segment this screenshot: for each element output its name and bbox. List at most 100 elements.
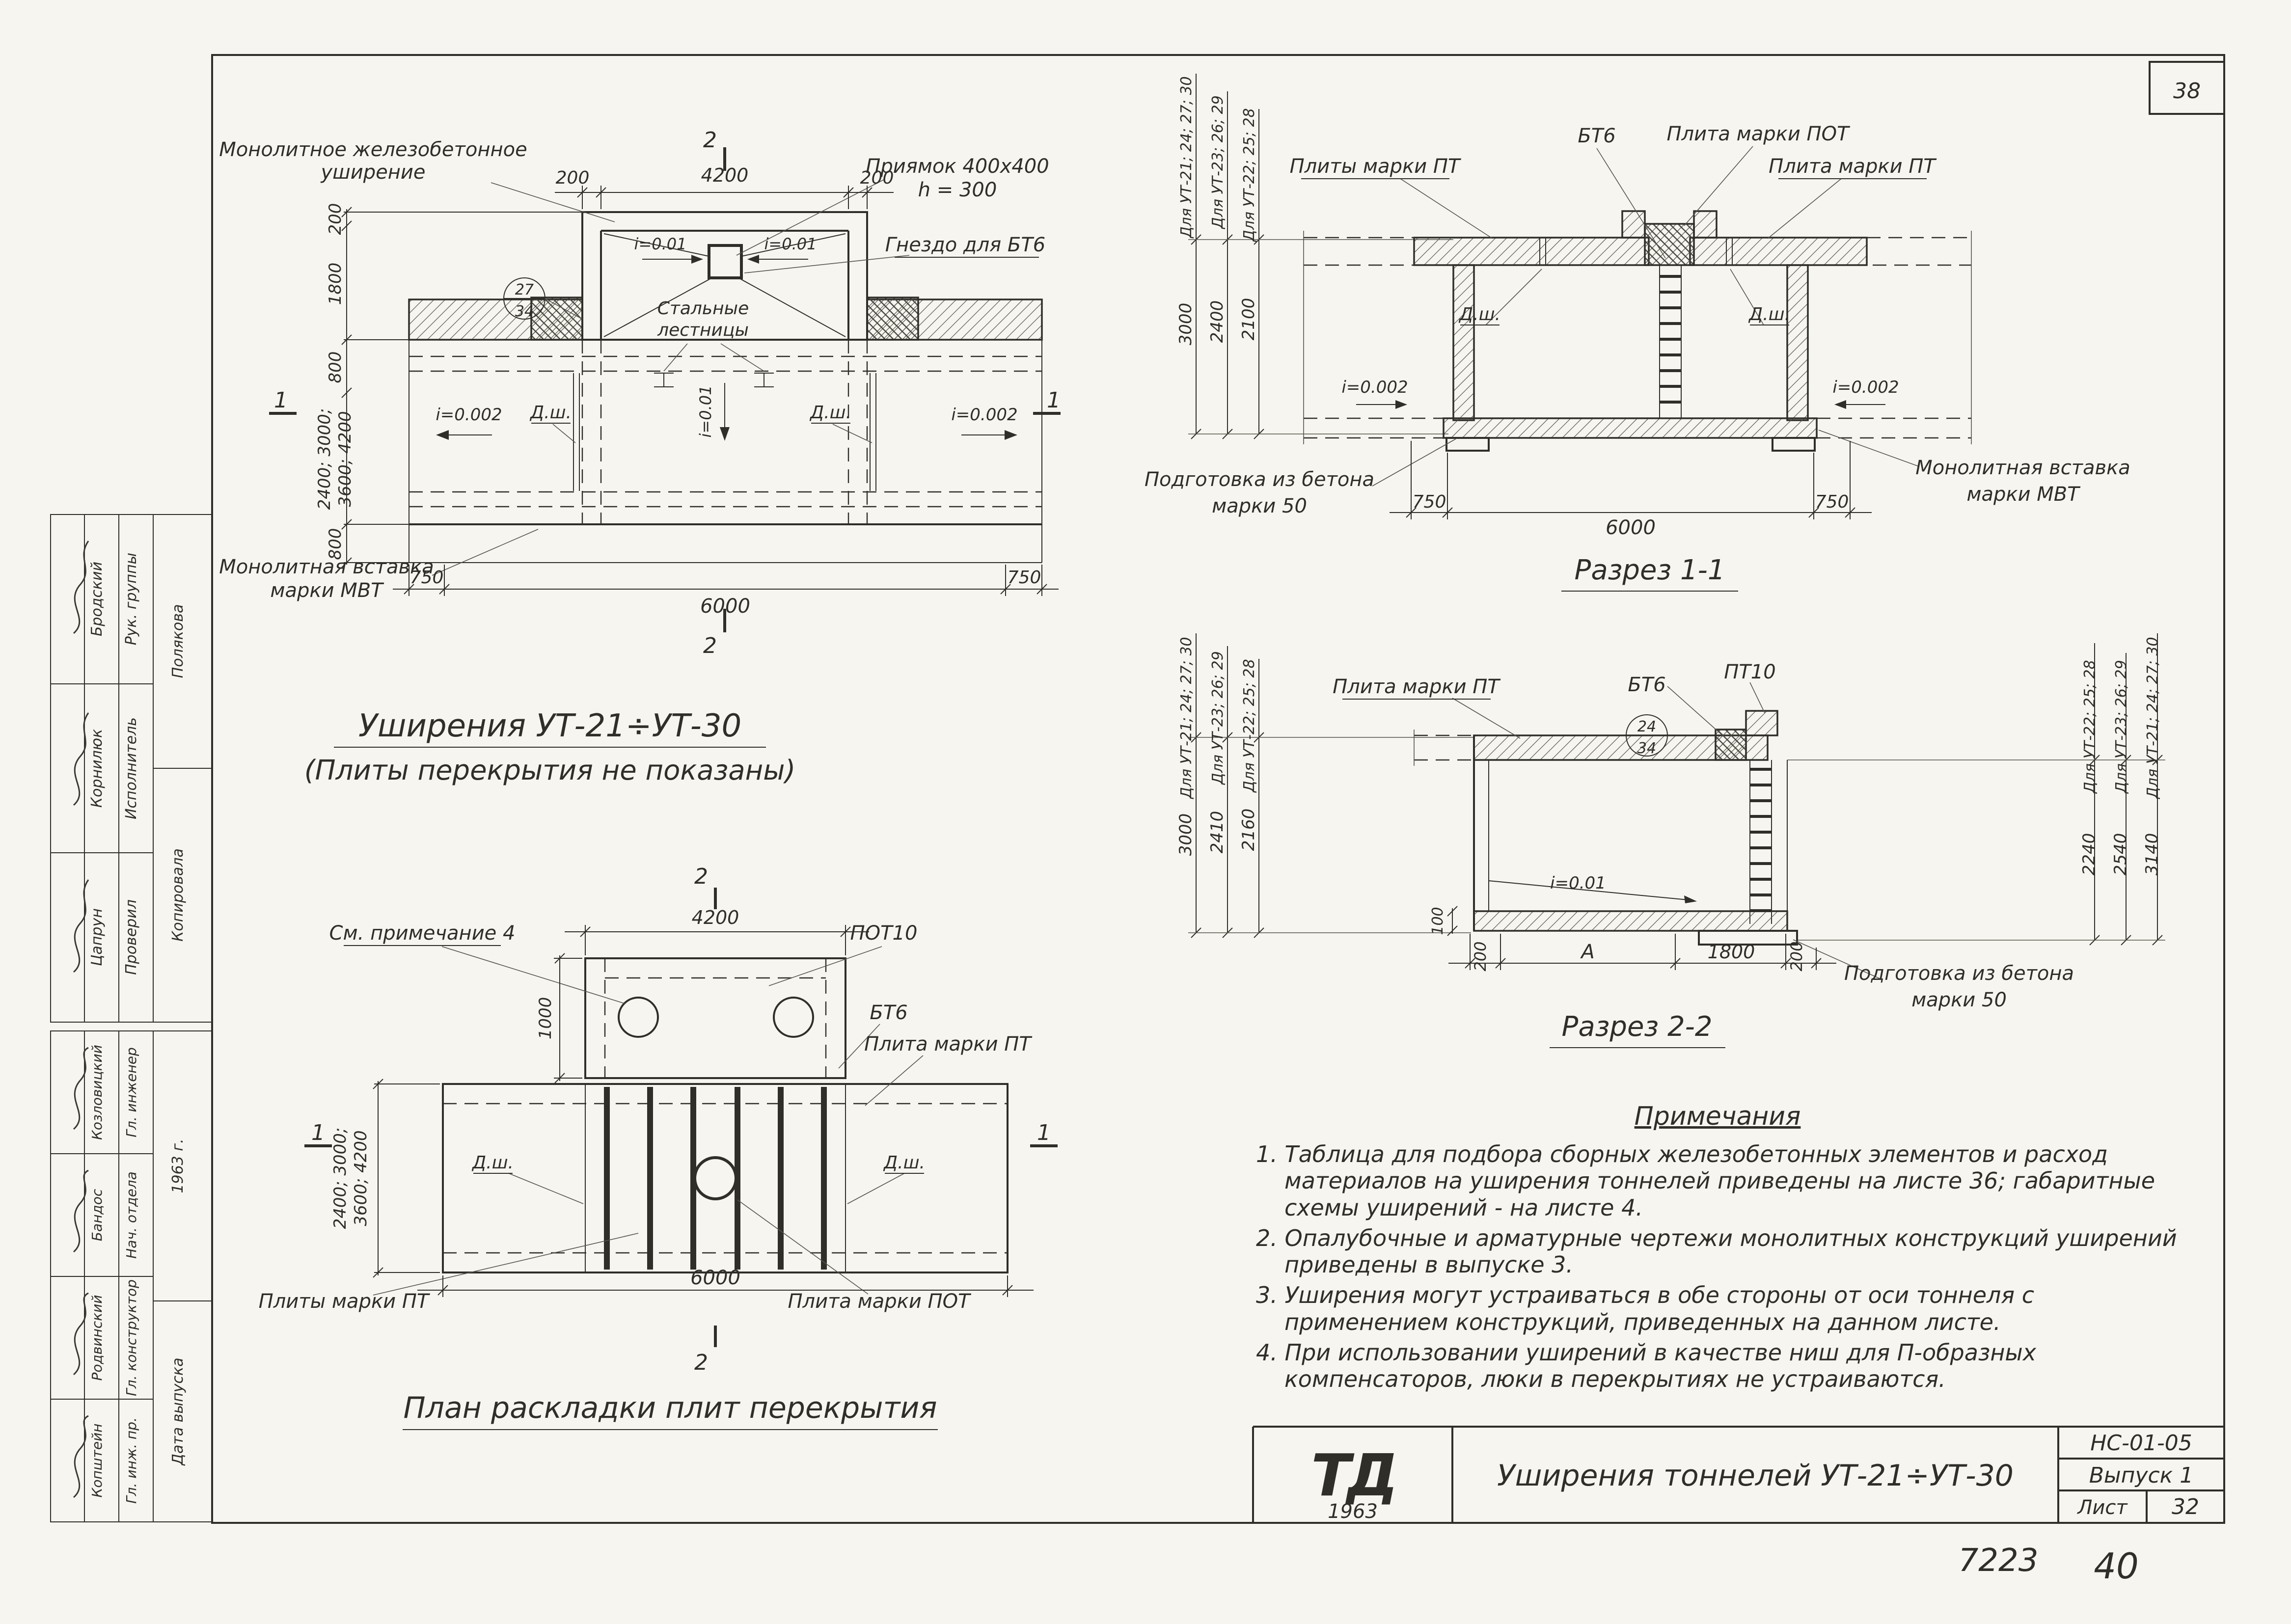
slope-label: i=0.01 bbox=[696, 385, 715, 438]
plan-drawing: 27 34 Монолитное bbox=[219, 128, 1061, 786]
section-mark-label: 1 bbox=[1037, 1120, 1051, 1145]
stamp-role: Гл. инж. пр. bbox=[123, 1417, 139, 1504]
dim-label: 2400 bbox=[1207, 300, 1227, 343]
dim-label: 3600; 4200 bbox=[351, 1130, 371, 1226]
title-block: ТД 1963 Уширения тоннелей УТ-21÷УТ-30 НС… bbox=[1252, 1426, 2224, 1587]
type-range-label: Для УТ-23; 26; 29 bbox=[1209, 651, 1227, 785]
pt-slab-label: Плита марки ПТ bbox=[864, 1033, 1033, 1056]
joint-label: Д.ш. bbox=[1748, 304, 1790, 325]
pt-slab-label: Плита марки ПТ bbox=[1333, 676, 1501, 698]
pt-slabs-label: Плиты марки ПТ bbox=[1290, 155, 1462, 178]
callout-top: 27 bbox=[515, 281, 534, 298]
position-callout: 27 34 bbox=[503, 277, 583, 320]
stamp-role: Исполнитель bbox=[123, 717, 140, 819]
stamp-name: Цапрун bbox=[88, 908, 106, 966]
dim-label: 1800 bbox=[1708, 941, 1755, 963]
notes-title: Примечания bbox=[1634, 1102, 1801, 1131]
type-range-label: Для УТ-22; 25; 28 bbox=[2081, 660, 2099, 794]
slope-label: i=0.002 bbox=[1832, 378, 1899, 397]
stairs-label: Стальные bbox=[657, 298, 749, 319]
dim-label: 4200 bbox=[701, 164, 749, 186]
joint-label: Д.ш. bbox=[883, 1153, 925, 1173]
stamp-role: Рук. группы bbox=[123, 553, 140, 646]
stamp-role: Гл. конструктор bbox=[123, 1279, 139, 1396]
sheet-label: Лист bbox=[2076, 1496, 2128, 1519]
slope-label: i=0.002 bbox=[951, 405, 1017, 425]
section-mark-label: 1 bbox=[1047, 388, 1061, 413]
stamp-role: Проверил bbox=[123, 899, 140, 975]
issue-label: Выпуск 1 bbox=[2089, 1463, 2193, 1488]
stamp-name: Полякова bbox=[169, 604, 187, 678]
dim-label: 2400; 3000; bbox=[315, 408, 334, 510]
slope-label: i=0.002 bbox=[1341, 378, 1408, 397]
dim-label: 3600; 4200 bbox=[335, 411, 355, 507]
slab-plan-title: План раскладки плит перекрытия bbox=[403, 1391, 937, 1425]
stamp-role: Нач. отдела bbox=[123, 1171, 139, 1259]
dim-label: 4200 bbox=[692, 907, 739, 928]
stamp-name: Бродский bbox=[88, 562, 106, 636]
dim-label: 750 bbox=[410, 568, 444, 588]
dim-label: 6000 bbox=[700, 595, 750, 618]
section-mark-label: 1 bbox=[311, 1120, 325, 1145]
slab-plan-drawing: См. примечание 4 ПОТ10 БТ6 Плита марки П… bbox=[259, 864, 1058, 1430]
bt6-label: БТ6 bbox=[1628, 674, 1665, 696]
callout-top: 24 bbox=[1637, 718, 1656, 735]
dim-label: 2100 bbox=[1239, 298, 1258, 341]
org-logo-year: 1963 bbox=[1328, 1500, 1378, 1523]
dim-label: 2540 bbox=[2111, 833, 2130, 876]
note-item: 2. Опалубочные и арматурные чертежи моно… bbox=[1256, 1224, 2177, 1278]
pot-slab-label: Плита марки ПОТ bbox=[1666, 123, 1851, 145]
stamp-year: 1963 г. bbox=[169, 1138, 187, 1193]
bt6-label: БТ6 bbox=[1578, 125, 1615, 147]
stamp-name: Бандос bbox=[89, 1189, 105, 1241]
notes-section: Примечания 1. Таблица для подбора сборны… bbox=[1256, 1102, 2179, 1396]
dim-label: 3140 bbox=[2142, 833, 2162, 876]
pot10-label: ПОТ10 bbox=[850, 922, 918, 945]
type-range-label: Для УТ-23; 26; 29 bbox=[1209, 95, 1227, 229]
stamp-name: Копштейн bbox=[89, 1424, 105, 1498]
section-marks bbox=[269, 147, 1061, 632]
stamp-name: Корнилюк bbox=[88, 729, 106, 808]
drawing-title: Уширения тоннелей УТ-21÷УТ-30 bbox=[1497, 1459, 2014, 1493]
plan-title: Уширения УТ-21÷УТ-30 bbox=[358, 708, 741, 744]
callout-bottom: 34 bbox=[515, 303, 534, 320]
dim-label: 750 bbox=[1008, 568, 1041, 588]
note-item: 3. Уширения могут устраиваться в обе сто… bbox=[1256, 1282, 2034, 1335]
page-number: 38 bbox=[2173, 79, 2201, 104]
dim-label: 2400; 3000; bbox=[330, 1128, 350, 1229]
dim-label: 1800 bbox=[326, 263, 345, 305]
signature-mark bbox=[73, 879, 89, 973]
section-mark-label: 2 bbox=[694, 1350, 708, 1375]
concrete-prep-label: Подготовка из бетона bbox=[1844, 962, 2074, 985]
dim-label: 750 bbox=[1815, 492, 1849, 512]
ladder-symbol bbox=[654, 373, 774, 387]
dim-label: 2160 bbox=[1239, 809, 1258, 851]
dim-label: 6000 bbox=[1606, 516, 1656, 539]
socket-label: Гнездо для БТ6 bbox=[885, 234, 1045, 256]
pit-label: h = 300 bbox=[918, 179, 997, 201]
signature-mark bbox=[73, 1415, 89, 1498]
concrete-prep-label: Подготовка из бетона bbox=[1145, 468, 1374, 491]
insert-label: марки МВТ bbox=[1966, 483, 2081, 506]
dim-label: 100 bbox=[1429, 907, 1446, 935]
section-mark-label: 2 bbox=[703, 128, 717, 153]
dim-label: 800 bbox=[326, 528, 345, 560]
dim-label: 3000 bbox=[1176, 813, 1196, 856]
dim-label: 200 bbox=[860, 168, 894, 188]
section-mark-label: 2 bbox=[703, 633, 717, 658]
dim-label: 200 bbox=[1787, 941, 1806, 971]
type-range-label: Для УТ-21; 24; 27; 30 bbox=[1178, 76, 1195, 239]
widening-label: уширение bbox=[320, 161, 425, 184]
joint-label: Д.ш. bbox=[529, 403, 572, 423]
joint-label: Д.ш. bbox=[471, 1153, 514, 1173]
signature-mark bbox=[73, 1047, 89, 1130]
pit-label: Приямок 400х400 bbox=[866, 155, 1049, 178]
plan-subtitle: (Плиты перекрытия не показаны) bbox=[304, 755, 796, 786]
widening-label: Монолитное железобетонное bbox=[219, 138, 527, 161]
pot-slab-label: Плита марки ПОТ bbox=[788, 1290, 972, 1313]
section-title: Разрез 1-1 bbox=[1575, 554, 1725, 586]
note-ref-label: См. примечание 4 bbox=[329, 922, 516, 945]
doc-code: НС-01-05 bbox=[2090, 1431, 2192, 1456]
insert-label: марки МВТ bbox=[270, 579, 384, 602]
slope-label: i=0.01 bbox=[764, 235, 817, 253]
